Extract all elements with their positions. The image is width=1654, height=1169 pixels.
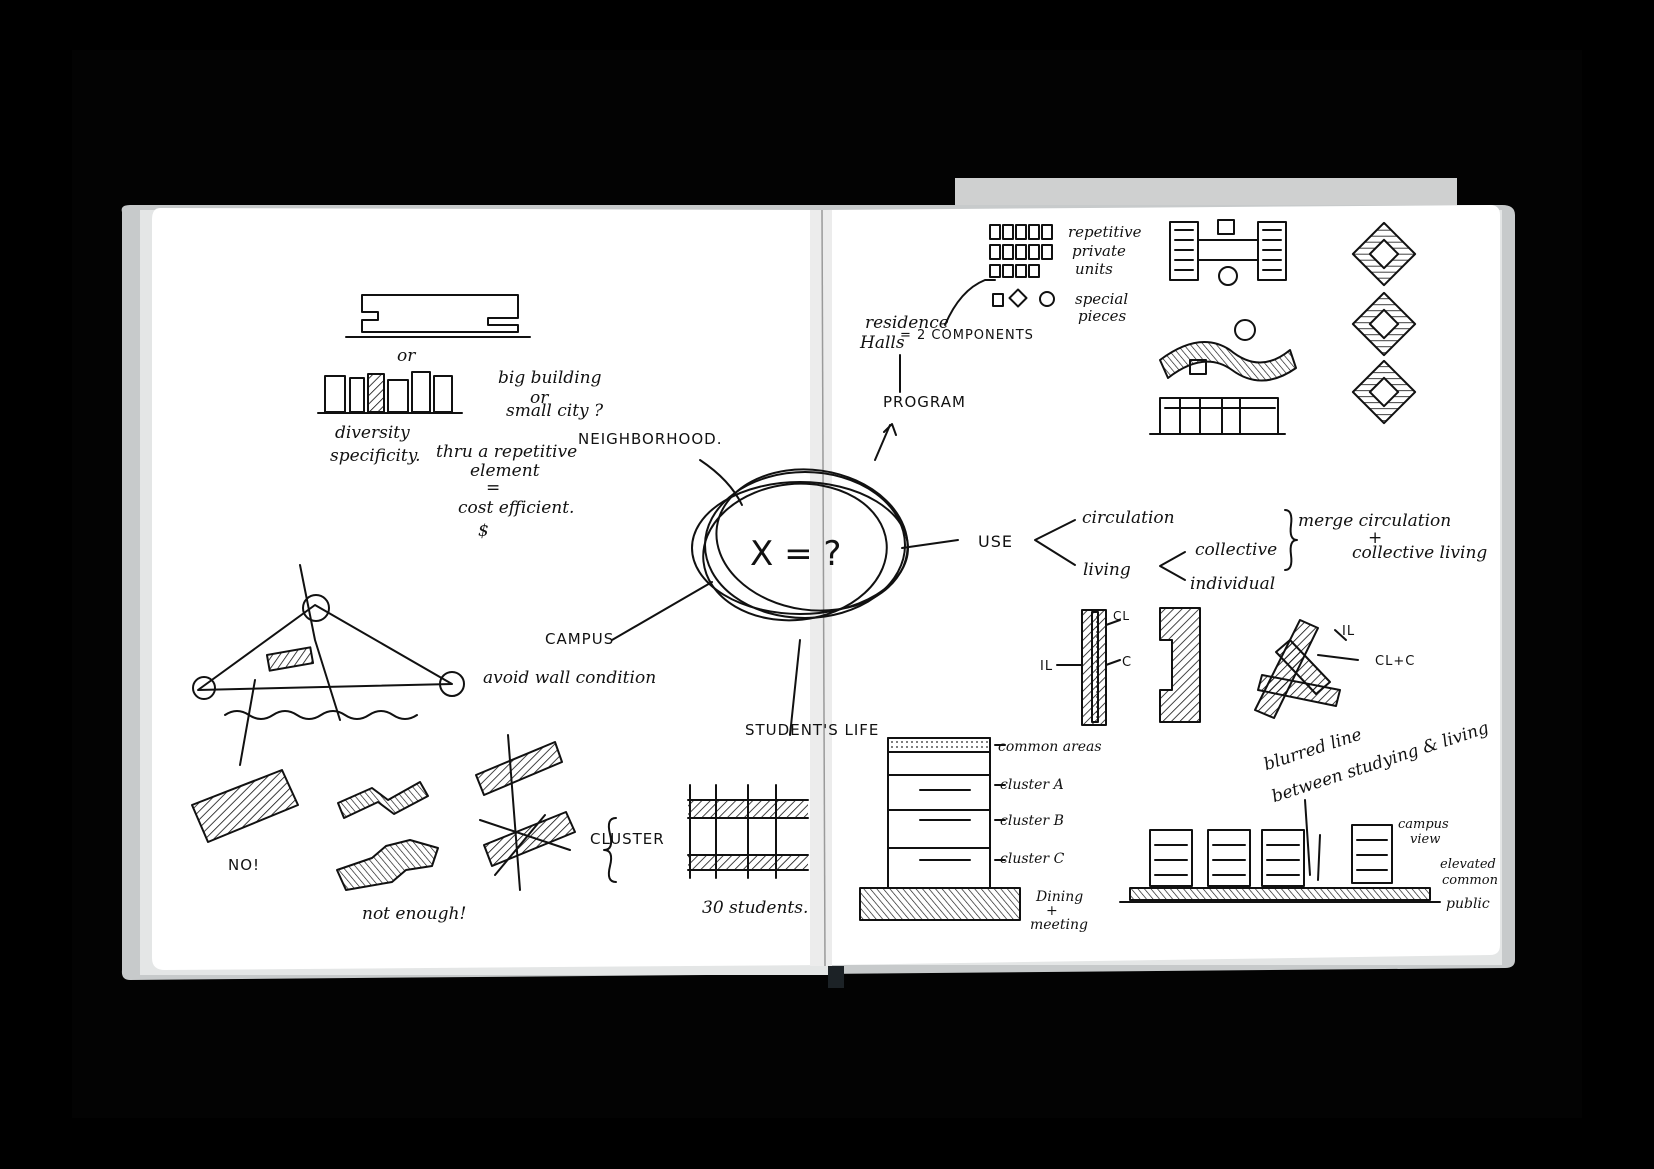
- label-cl-c: CL+C: [1375, 654, 1416, 669]
- label-use: USE: [978, 532, 1013, 551]
- label-equals: =: [486, 478, 501, 498]
- label-cluster: CLUSTER: [590, 830, 665, 848]
- label-merge-plus: +: [1368, 528, 1383, 548]
- label-merge-2: collective living: [1352, 543, 1488, 563]
- back-sheet: [955, 178, 1457, 208]
- sketch-cluster-a: [475, 741, 563, 796]
- right-page: [824, 205, 1500, 965]
- label-c: C: [1122, 655, 1133, 670]
- label-repetitive: repetitive: [1068, 223, 1142, 241]
- label-common-areas: common areas: [998, 739, 1102, 755]
- label-no: NO!: [228, 856, 261, 874]
- sketch-zigzag-top: [337, 781, 429, 819]
- label-merge-1: merge circulation: [1298, 511, 1452, 531]
- sketch-wavy-bar: [1159, 341, 1297, 382]
- label-cluster-b: cluster B: [1000, 813, 1064, 829]
- label-private: private: [1072, 242, 1126, 260]
- label-elevated: elevated: [1440, 857, 1496, 872]
- label-small-city: small city ?: [506, 401, 604, 421]
- label-dollar: $: [478, 521, 489, 541]
- label-avoid-wall: avoid wall condition: [483, 668, 657, 688]
- label-special: special: [1075, 290, 1129, 308]
- label-halls: Halls: [860, 333, 905, 353]
- label-30-students: 30 students.: [702, 898, 809, 918]
- sketch-towers-row: [317, 371, 463, 414]
- label-diversity: diversity: [335, 423, 410, 443]
- gutter: [810, 210, 832, 966]
- label-campus-view-2: view: [1410, 832, 1441, 847]
- left-page: [152, 208, 824, 970]
- label-element: element: [470, 461, 540, 481]
- label-il-right: IL: [1342, 624, 1356, 639]
- sketch-elevation-large: [1119, 799, 1441, 903]
- label-meeting: meeting: [1030, 917, 1088, 933]
- label-cl: CL: [1113, 609, 1131, 623]
- sketch-cl-angled-c: [1257, 674, 1341, 707]
- label-campus-view-1: campus: [1398, 817, 1449, 832]
- sketch-massing-top: [361, 294, 519, 333]
- sketch-special-pieces: [992, 288, 1055, 308]
- sketch-no-block: [191, 769, 299, 843]
- label-students-life: STUDENT'S LIFE: [745, 721, 880, 739]
- sketch-campus-triangle: [192, 564, 465, 766]
- sketch-h-plan: [1169, 219, 1287, 286]
- label-common: common: [1442, 873, 1498, 888]
- label-circulation: circulation: [1082, 508, 1175, 528]
- label-specificity: specificity.: [330, 446, 421, 466]
- label-or: or: [397, 346, 416, 366]
- label-thru: thru a repetitive: [436, 442, 578, 462]
- sketch-tall-section: [859, 737, 1021, 921]
- sketch-zigzag-bottom: [336, 839, 439, 891]
- label-big-building: big building: [498, 368, 602, 388]
- label-public: public: [1446, 896, 1490, 912]
- label-campus: CAMPUS: [545, 630, 615, 648]
- sketch-elevation-small: [1149, 397, 1286, 435]
- label-il-left: IL: [1040, 659, 1054, 674]
- label-individual: individual: [1190, 574, 1276, 594]
- label-two-components: = 2 COMPONENTS: [900, 328, 1034, 343]
- label-pieces: pieces: [1078, 307, 1127, 325]
- label-cluster-c: cluster C: [1000, 851, 1065, 867]
- label-living: living: [1083, 560, 1131, 580]
- label-dining-plus: +: [1046, 903, 1058, 919]
- sketch-cluster-plan: [687, 784, 809, 879]
- sketch-cl-plans: [1056, 607, 1359, 726]
- label-neighborhood: NEIGHBORHOOD.: [578, 430, 723, 448]
- label-or-small: or: [530, 388, 549, 408]
- sketch-private-units: [989, 224, 1053, 278]
- ribbon: [828, 966, 844, 988]
- label-residence: residence: [865, 313, 949, 333]
- label-cluster-a: cluster A: [1000, 777, 1064, 793]
- label-cost-efficient: cost efficient.: [458, 498, 575, 518]
- label-units: units: [1075, 260, 1113, 278]
- label-dining: Dining: [1036, 889, 1084, 905]
- label-x-equals: X = ?: [750, 534, 842, 574]
- label-program: PROGRAM: [883, 393, 966, 411]
- label-collective: collective: [1195, 540, 1278, 560]
- label-not-enough: not enough!: [362, 904, 467, 924]
